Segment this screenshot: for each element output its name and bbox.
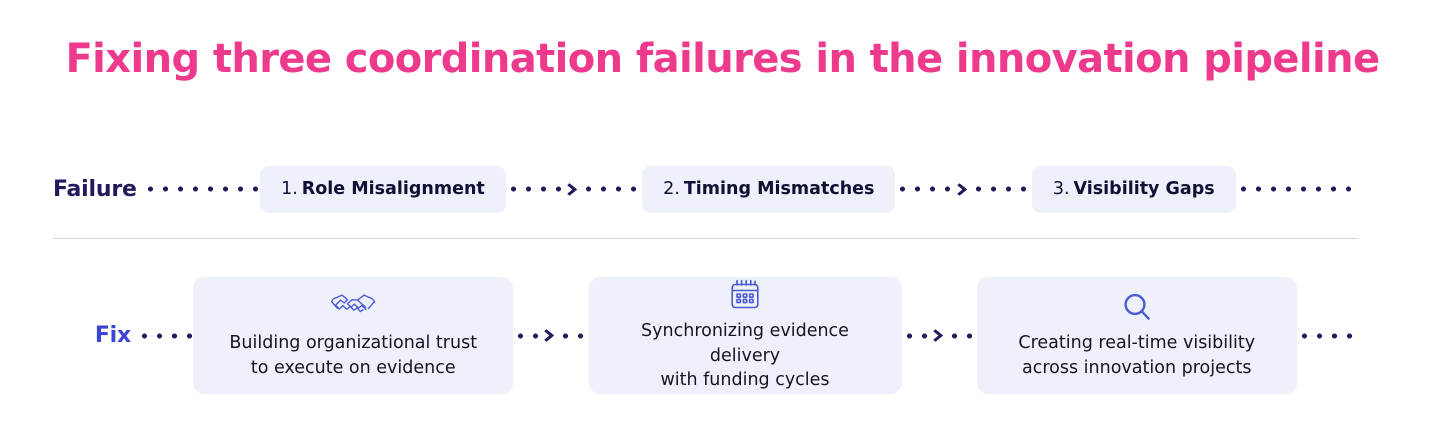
fix-row: Fix Building organizational trust to exe…: [53, 277, 1353, 394]
arrow-right-icon: [957, 182, 968, 196]
arrow-right-icon: [932, 329, 943, 342]
fix-card-1[interactable]: Building organizational trust to execute…: [193, 277, 514, 394]
dotted-line: [581, 186, 643, 192]
fix-card-2[interactable]: Synchronizing evidence delivery with fun…: [588, 277, 902, 394]
calendar-icon: [729, 278, 761, 312]
dotted-line: [971, 186, 1032, 192]
page-title: Fixing three coordination failures in th…: [65, 36, 1380, 82]
dotted-line: [137, 332, 194, 339]
failure-row: Failure 1. Role Misalignment 2. Timing M…: [53, 163, 1354, 215]
section-divider: [53, 238, 1358, 239]
dotted-line: [895, 186, 957, 192]
failure-item-2-label: Timing Mismatches: [683, 179, 875, 199]
connector-fix-2-3: [901, 328, 977, 343]
connector-failure-start: [142, 186, 261, 192]
failure-item-2-number: 2.: [663, 179, 680, 199]
failure-item-3-label: Visibility Gaps: [1073, 179, 1215, 199]
dotted-line: [946, 332, 977, 339]
connector-fix-1-2: [513, 328, 589, 343]
dotted-line: [1296, 332, 1353, 339]
failure-item-3[interactable]: 3. Visibility Gaps: [1031, 165, 1236, 213]
failure-item-2[interactable]: 2. Timing Mismatches: [642, 165, 896, 213]
dotted-line: [142, 186, 261, 192]
dotted-line: [901, 332, 932, 339]
dotted-line: [505, 186, 567, 192]
failure-item-1-label: Role Misalignment: [301, 179, 485, 199]
failure-item-1-number: 1.: [281, 179, 298, 199]
connector-fix-start: [137, 332, 194, 339]
fix-row-label: Fix: [94, 323, 131, 348]
failure-item-1[interactable]: 1. Role Misalignment: [260, 165, 506, 213]
arrow-right-icon: [544, 329, 555, 342]
dotted-line: [513, 332, 544, 339]
fix-card-3[interactable]: Creating real-time visibility across inn…: [976, 277, 1297, 394]
failure-row-label: Failure: [53, 176, 137, 202]
dotted-line: [1235, 186, 1354, 192]
arrow-right-icon: [567, 182, 578, 196]
magnifier-icon: [1121, 290, 1153, 324]
connector-failure-2-3: [895, 182, 1032, 197]
connector-fix-end: [1296, 332, 1353, 339]
fix-card-2-label: Synchronizing evidence delivery with fun…: [641, 320, 849, 391]
handshake-icon: [331, 290, 376, 324]
failure-item-3-number: 3.: [1052, 179, 1070, 199]
connector-failure-1-2: [505, 182, 643, 197]
fix-card-1-label: Building organizational trust to execute…: [229, 333, 478, 378]
connector-failure-end: [1235, 186, 1354, 192]
fix-card-3-label: Creating real-time visibility across inn…: [1018, 333, 1256, 378]
dotted-line: [558, 332, 589, 339]
